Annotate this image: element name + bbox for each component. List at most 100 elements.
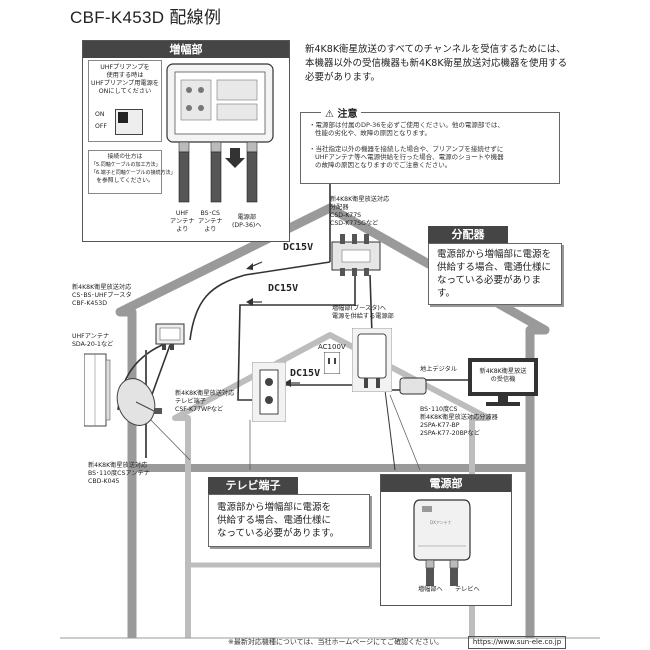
install-line-2: 「5.同軸ケーブルの加工方法」: [91, 162, 161, 168]
tv-terminal-line-3: なっている必要があります。: [217, 528, 340, 539]
booster-label: 新4K8K衛星放送対応 CS･BS･UHFブースタ CBF-K453D: [72, 284, 132, 308]
bs-antenna-label: 新4K8K衛星放送対応 BS･110度CSアンテナ CBD-K045: [88, 462, 150, 486]
uhf-preamp-note: UHFプリアンプを 使用する時は UHFプリアンプ用電源を ONにしてください …: [88, 60, 162, 142]
footer-url[interactable]: https://www.sun-ele.co.jp: [468, 636, 566, 649]
power-unit-small: [352, 328, 392, 392]
dc-label-1: DC15V: [283, 242, 314, 253]
ac-outlet: [324, 352, 340, 374]
power-unit-brand: DXアンテナ: [430, 520, 452, 525]
port-bscs-label: BS･CS アンテナ より: [198, 210, 223, 234]
splitter-box-line-2: 供給する場合、電通仕様に: [437, 262, 552, 273]
splitter-label-line-4: CSD-K77SGなど: [330, 220, 379, 227]
power-box: 電源部: [380, 474, 512, 606]
tv-screen-text: 新4K8K衛星放送 の受信機: [478, 368, 528, 384]
terminal-label-line-2: テレビ端子: [175, 398, 206, 405]
booster-label-line-2: CS･BS･UHFブースタ: [72, 292, 132, 299]
power-box-header: 電源部: [381, 475, 511, 492]
splitter-label: 新4K8K衛星放送対応 分配器 CSD-K77S CSD-K77SGなど: [330, 196, 389, 228]
caution-item-2-line-1: ・当社指定以外の機器を接続した場合や、プリアンプを接続せずに: [309, 145, 504, 153]
power-unit-device: [413, 499, 471, 586]
warning-icon: ⚠: [325, 109, 334, 120]
splitter-device: [331, 234, 381, 276]
power-unit-line-2: 電源を供給する電源部: [332, 313, 394, 320]
caution-item-1: ・電源部は付属のDP-36を必ずご使用ください。他の電源部では、 性能の劣化や、…: [309, 121, 504, 137]
separator-device: [399, 377, 427, 395]
uhf-preamp-line-4: ONにしてください: [98, 88, 152, 95]
uhf-preamp-line-1: UHFプリアンプを: [100, 64, 150, 71]
tv-screen-line-1: 新4K8K衛星放送: [479, 368, 527, 375]
booster-label-line-3: CBF-K453D: [72, 300, 107, 307]
antennas: [84, 350, 162, 458]
splitter-label-line-1: 新4K8K衛星放送対応: [330, 196, 390, 203]
separator-label-line-2: BS･110度CS: [420, 406, 458, 413]
port-bscs-line-2: アンテナ: [198, 218, 223, 225]
separator-label-line-4: 2SPA-K77-BP: [420, 422, 460, 429]
page-title: CBF-K453D 配線例: [70, 8, 222, 27]
port-uhf-line-3: より: [176, 226, 189, 233]
uhf-preamp-line-2: 使用する時は: [106, 72, 144, 79]
bs-antenna-line-3: CBD-K045: [88, 478, 120, 485]
ac-label: AC100V: [318, 343, 346, 351]
uhf-antenna-label: UHFアンテナ SDA-20-1など: [72, 333, 113, 349]
amplifier-device: [166, 63, 274, 203]
power-switch: [115, 109, 143, 135]
separator-label-line-3: 新4K8K衛星放送対応分波器: [420, 414, 498, 421]
caution-label: ⚠ 注意: [321, 105, 362, 120]
splitter-label-line-2: 分配器: [330, 204, 349, 211]
tv-terminal-box: テレビ端子 電源部から増幅部に電源を 供給する場合、電通仕様に なっている必要が…: [208, 477, 370, 547]
tv-terminal-line-1: 電源部から増幅部に電源を: [217, 502, 332, 513]
port-bscs-line-1: BS･CS: [200, 210, 220, 217]
footer-note: ※最新対応機種については、当社ホームページにてご確認ください。: [228, 638, 444, 646]
install-line-3: 「6.端子と同軸ケーブルの接続方法」: [91, 170, 176, 176]
power-unit-label: 増幅部(ブースタ)へ 電源を供給する電源部: [332, 305, 394, 321]
splitter-box: 分配器 電源部から増幅部に電源を 供給する場合、電通仕様に なっている必要があり…: [428, 226, 562, 305]
splitter-label-line-3: CSD-K77S: [330, 212, 362, 219]
port-bscs-line-3: より: [204, 226, 217, 233]
install-line-4: を参照してください。: [96, 178, 154, 184]
top-note: 新4K8K衛星放送のすべてのチャンネルを受信するためには、本機器以外の受信機器も…: [305, 43, 575, 85]
caution-box: ⚠ 注意 ・電源部は付属のDP-36を必ずご使用ください。他の電源部では、 性能…: [300, 105, 560, 184]
splitter-box-line-1: 電源部から増幅部に電源を: [437, 249, 552, 260]
caution-item-2-line-3: の故障の原因となりますのでご注意ください。: [315, 161, 452, 169]
caution-text: 注意: [337, 109, 358, 120]
port-uhf-line-2: アンテナ: [170, 218, 195, 225]
switch-knob: [118, 112, 128, 123]
booster-label-line-1: 新4K8K衛星放送対応: [72, 284, 132, 291]
tv-terminal-box-body: 電源部から増幅部に電源を 供給する場合、電通仕様に なっている必要があります。: [208, 494, 370, 547]
power-unit-line-1: 増幅部(ブースタ)へ: [332, 305, 387, 312]
bs-antenna-line-1: 新4K8K衛星放送対応: [88, 462, 148, 469]
tv-terminal-box-header: テレビ端子: [208, 477, 298, 494]
power-to-tv-label: テレビへ: [455, 586, 480, 593]
caution-item-2: ・当社指定以外の機器を接続した場合や、プリアンプを接続せずに UHFアンテナ等へ…: [309, 145, 504, 169]
port-power-line-2: (DP-36)へ: [232, 222, 262, 229]
install-line-1: 接続の仕方は: [107, 154, 143, 160]
bs-antenna-line-2: BS･110度CSアンテナ: [88, 470, 150, 477]
port-power-line-1: 電源部: [237, 214, 257, 221]
separator-label: BS･110度CS 新4K8K衛星放送対応分波器 2SPA-K77-BP 2SP…: [420, 406, 498, 438]
dc-label-3: DC15V: [290, 368, 321, 379]
power-to-amp-label: 増幅部へ: [418, 586, 443, 593]
caution-item-2-line-2: UHFアンテナ等へ電源供給を行った場合、電源のショートや機器: [315, 153, 504, 161]
amplifier-header: 増幅部: [83, 41, 289, 58]
caution-item-1-line-2: 性能の劣化や、故障の原因となります。: [315, 129, 431, 137]
splitter-box-body: 電源部から増幅部に電源を 供給する場合、電通仕様に なっている必要があります。: [428, 243, 562, 305]
terminal-label-line-3: CSF-K77WPなど: [175, 406, 224, 413]
uhf-preamp-line-3: UHFプリアンプ用電源を: [91, 80, 159, 87]
dc-label-2: DC15V: [268, 283, 299, 294]
separator-label-line-5: 2SPA-K77-20BPなど: [420, 430, 480, 437]
splitter-box-header: 分配器: [428, 226, 508, 243]
switch-off-label: OFF: [95, 123, 107, 130]
uhf-antenna-line-2: SDA-20-1など: [72, 341, 114, 348]
tv-set: [468, 358, 538, 406]
install-note: 接続の仕方は 「5.同軸ケーブルの加工方法」 「6.端子と同軸ケーブルの接続方法…: [88, 150, 176, 194]
tv-screen-line-2: の受信機: [490, 376, 516, 383]
tv-terminal-line-2: 供給する場合、電通仕様に: [217, 515, 332, 526]
separator-label-top: 地上デジタル: [420, 366, 458, 373]
booster-device: [155, 323, 185, 350]
top-note-line-1: 新4K8K衛星放送のすべてのチャンネルを受信するためには、本機器以外の受信機器も…: [305, 44, 566, 69]
uhf-antenna-line-1: UHFアンテナ: [72, 333, 110, 340]
port-power-label: 電源部 (DP-36)へ: [232, 214, 261, 230]
terminal-label-line-1: 新4K8K衛星放送対応: [175, 390, 235, 397]
switch-on-label: ON: [95, 111, 105, 118]
top-note-line-2: 用する必要があります。: [305, 58, 568, 83]
